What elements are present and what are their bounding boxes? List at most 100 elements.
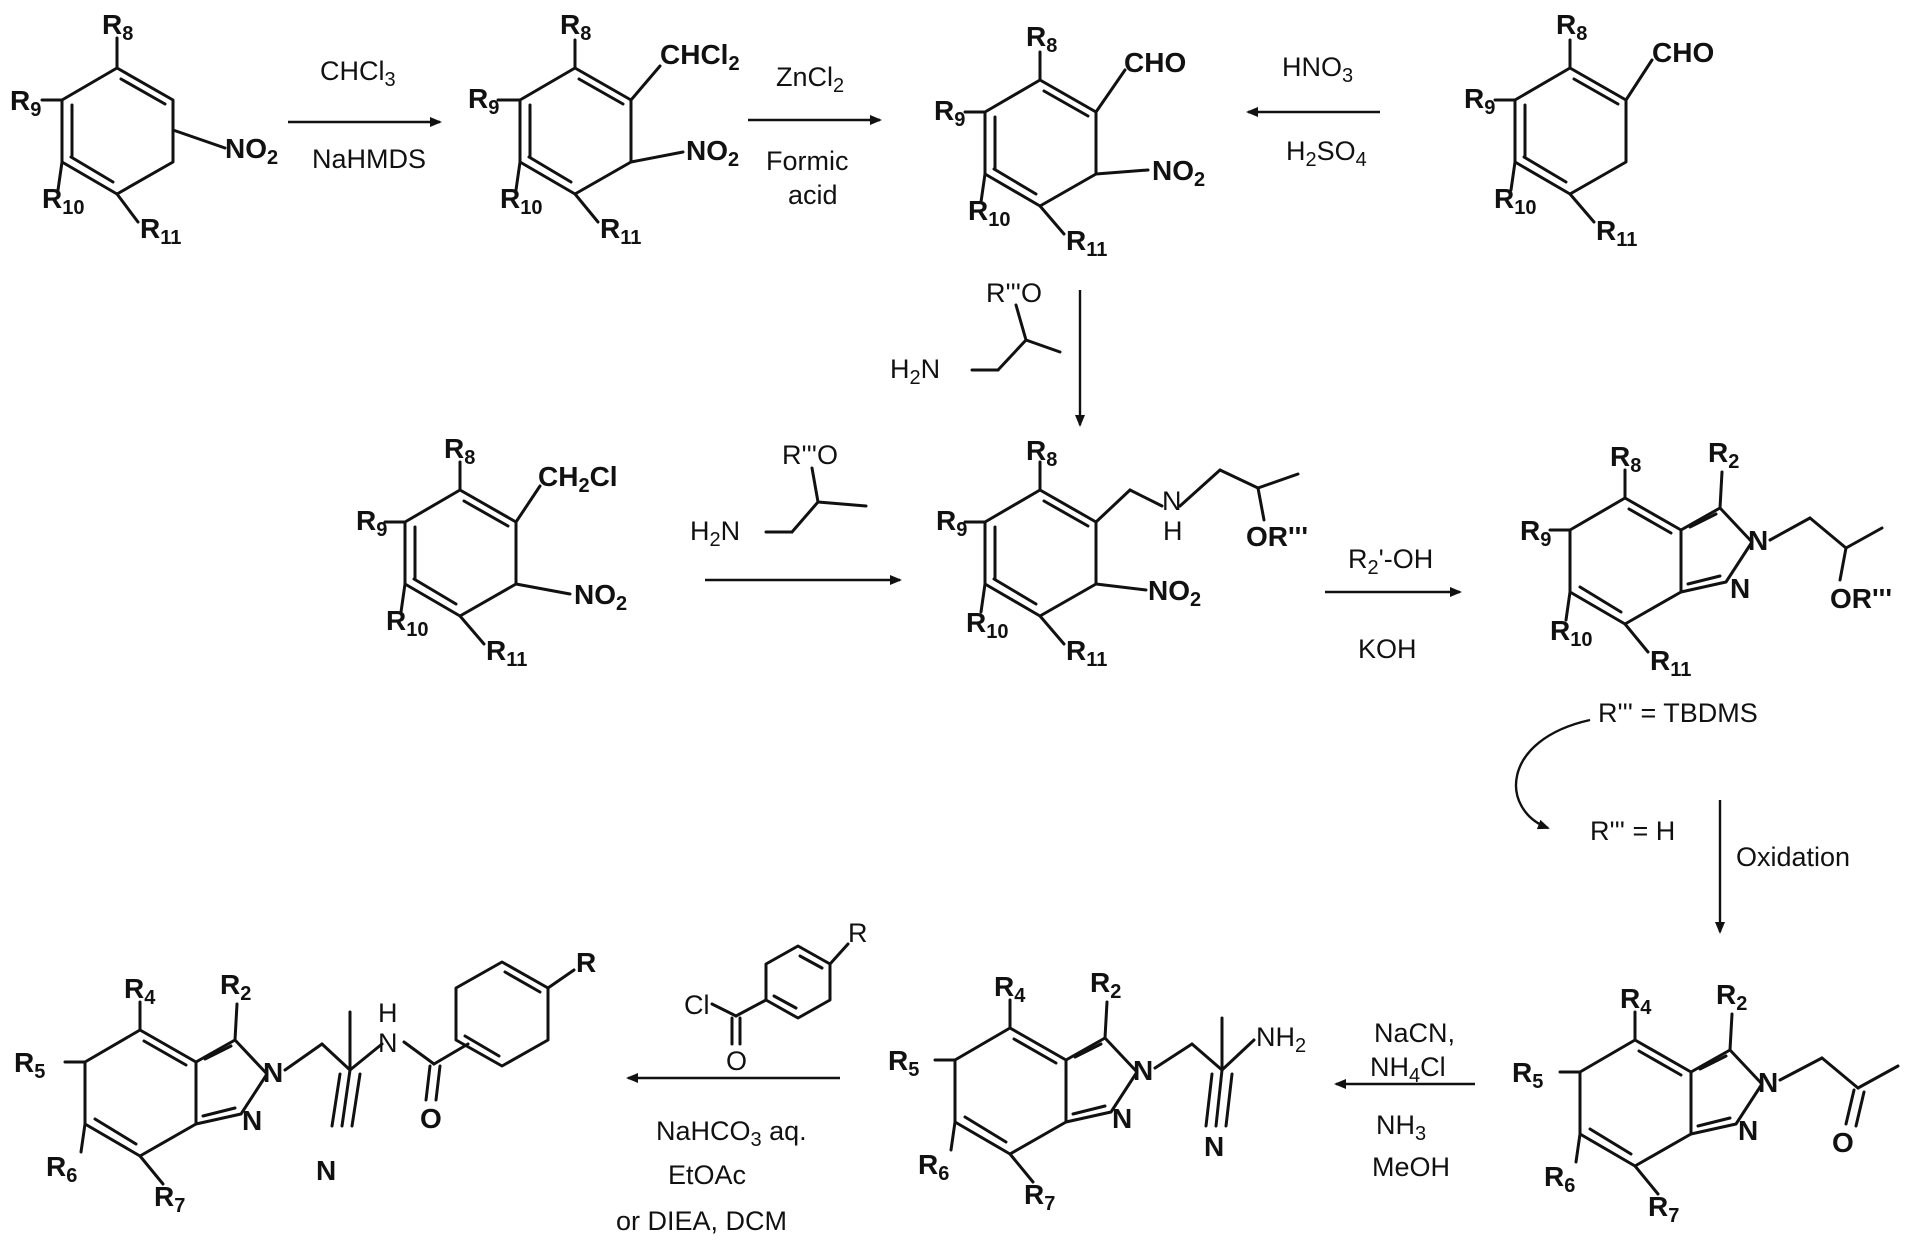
label-n2: N [1730,573,1750,604]
label-r9: R9 [356,505,387,541]
condition-diea: or DIEA, DCM [616,1206,787,1236]
condition-meoh: MeOH [1372,1152,1450,1182]
label-rppp-o: R'''O [782,440,838,470]
label-r2: R2 [1708,437,1739,473]
label-r11: R11 [486,635,527,671]
label-n1: N [1748,525,1768,556]
label-nh2: NH2 [1256,1022,1306,1057]
label-n1: N [263,1057,283,1088]
condition-hno3: HNO3 [1282,52,1353,87]
condition-etoac: EtOAc [668,1160,746,1190]
label-n2: N [242,1105,262,1136]
compound-indazole-ether: R8 R9 R10 R11 R2 N N OR''' [1520,437,1892,681]
label-n1: N [1133,1055,1153,1086]
label-r4: R4 [994,971,1026,1007]
reagent-amino-alcohol-top: H2N R'''O [890,278,1060,389]
label-r8: R8 [444,433,475,469]
reagent-amino-alcohol-mid: H2N R'''O [690,440,866,551]
label-r9: R9 [1520,515,1551,551]
step-4: H2N R'''O [890,278,1080,425]
label-no2: NO2 [225,133,278,169]
label-cl: Cl [684,990,710,1020]
label-r7: R7 [1648,1191,1679,1227]
condition-chcl3: CHCl3 [320,56,396,91]
step-acylation: R Cl O NaHCO3 aq. EtOAc or DIEA, DCM [616,918,868,1236]
label-r9: R9 [1464,83,1495,119]
step-deprotection: R''' = TBDMS R''' = H [1516,698,1758,846]
condition-formic: Formic [766,146,849,176]
condition-tbdms: R''' = TBDMS [1598,698,1758,728]
step-3: HNO3 H2SO4 [1248,52,1380,171]
condition-nahmds: NaHMDS [312,144,426,174]
compound-benzaldehyde: R8 R9 R10 R11 CHO [1464,9,1714,251]
label-rppp-o: R'''O [986,278,1042,308]
condition-nacn: NaCN, [1374,1018,1455,1048]
label-r8: R8 [102,9,133,45]
label-o: O [1832,1127,1854,1158]
label-n1: N [1758,1067,1778,1098]
condition-h: R''' = H [1590,816,1675,846]
label-r11: R11 [1066,225,1107,261]
label-nitrile-n: N [316,1155,336,1186]
condition-r2-oh: R2'-OH [1348,544,1433,579]
label-cho: CHO [1124,47,1186,78]
label-h2n: H2N [890,354,940,389]
compound-final-amide: R4 R5 R6 R7 R2 N N H N N O R [14,947,596,1217]
label-no2: NO2 [1152,155,1205,191]
label-orppp: OR''' [1246,521,1308,552]
condition-oxidation: Oxidation [1736,842,1850,872]
condition-nh3: NH3 [1376,1110,1426,1145]
label-amine-h: H [1163,516,1183,546]
label-r4: R4 [1620,983,1652,1019]
step-oxidation: Oxidation [1720,800,1850,932]
label-r6: R6 [1544,1161,1575,1197]
label-n2: N [1112,1103,1132,1134]
compound-benzyl-chloride: R8 R9 R10 R11 CH2Cl NO2 [356,433,627,671]
label-r9: R9 [468,83,499,119]
condition-h2so4: H2SO4 [1286,136,1367,171]
label-no2: NO2 [574,579,627,615]
label-r2: R2 [1090,967,1121,1003]
label-r11: R11 [1066,635,1107,671]
label-r11: R11 [1596,215,1637,251]
step-strecker: NaCN, NH4Cl NH3 MeOH [1336,1018,1475,1182]
label-r9: R9 [10,85,41,121]
label-r4: R4 [124,973,156,1009]
label-r: R [848,918,868,948]
label-amide-h: H [378,998,398,1028]
label-r5: R5 [14,1047,45,1083]
label-o: O [726,1046,747,1076]
label-r10: R10 [966,607,1008,643]
label-r2: R2 [220,969,251,1005]
label-r9: R9 [934,95,965,131]
label-r11: R11 [600,213,641,249]
label-r8: R8 [1610,441,1641,477]
condition-koh: KOH [1358,634,1417,664]
label-r10: R10 [500,183,542,219]
label-no2: NO2 [686,135,739,171]
label-r5: R5 [888,1045,919,1081]
label-nitrile-n: N [1204,1131,1224,1162]
condition-acid: acid [788,180,838,210]
condition-zncl2: ZnCl2 [776,62,844,97]
label-r8: R8 [560,9,591,45]
condition-nh4cl: NH4Cl [1370,1052,1446,1087]
label-carbonyl-o: O [420,1103,442,1134]
label-no2: NO2 [1148,575,1201,611]
label-r2: R2 [1716,979,1747,1015]
label-r6: R6 [918,1149,949,1185]
label-cho: CHO [1652,37,1714,68]
label-n2: N [1738,1115,1758,1146]
label-r8: R8 [1026,21,1057,57]
label-amide-n: N [378,1028,398,1058]
label-r9: R9 [936,505,967,541]
label-r8: R8 [1026,435,1057,471]
label-h2n: H2N [690,516,740,551]
label-r11: R11 [140,213,181,249]
compound-indazole-ketone: R4 R5 R6 R7 R2 N N O [1512,979,1898,1227]
label-r7: R7 [154,1181,185,1217]
label-r10: R10 [968,195,1010,231]
step-5: R2'-OH KOH [1325,544,1460,664]
step-4b: H2N R'''O [690,440,900,580]
